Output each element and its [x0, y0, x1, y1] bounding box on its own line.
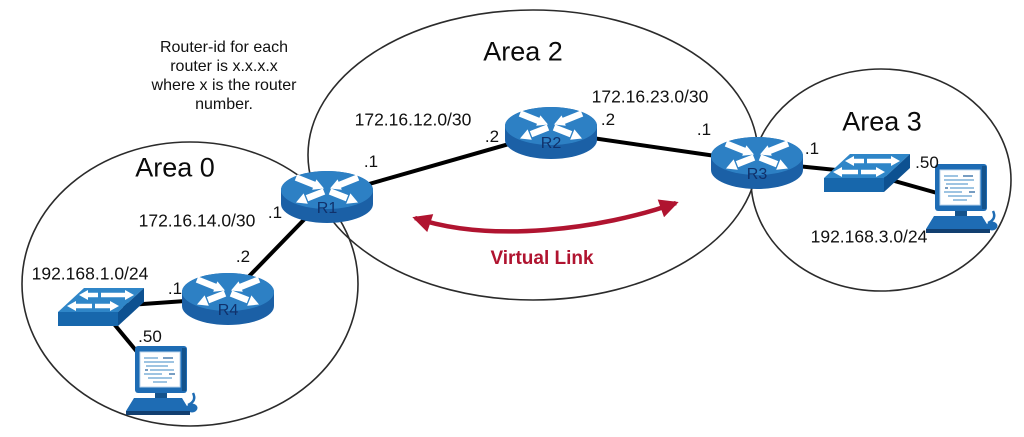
interface-label-r1-to-r4: .1 — [267, 203, 283, 222]
network-label-172-16-14: 172.16.14.0/30 — [138, 210, 256, 231]
area0-boundary-ellipse — [21, 141, 359, 427]
router-label-r2: R2 — [540, 135, 562, 152]
computer-icon-area0 — [124, 344, 199, 417]
network-label-192-168-3: 192.168.3.0/24 — [810, 226, 928, 247]
interface-label-r4-to-lan: .1 — [167, 279, 183, 298]
area2-label: Area 2 — [483, 36, 563, 67]
interface-label-pc-area0: .50 — [138, 327, 162, 346]
note-line: router is x.x.x.x — [170, 58, 278, 75]
interface-label-r1-to-r2: .1 — [363, 152, 379, 171]
network-label-192-168-1: 192.168.1.0/24 — [31, 263, 149, 284]
router-label-r3: R3 — [746, 166, 768, 183]
note-line: Router-id for each — [159, 39, 289, 56]
router-label-r1: R1 — [316, 200, 338, 217]
router-label-r4: R4 — [217, 302, 239, 319]
interface-label-r2-to-r1: .2 — [484, 127, 500, 146]
network-label-172-16-23: 172.16.23.0/30 — [591, 86, 709, 107]
interface-label-pc-area3: .50 — [915, 153, 939, 172]
interface-label-r4-to-r1: .2 — [235, 247, 251, 266]
switch-icon-area0 — [58, 288, 144, 326]
note-line: where x is the router — [151, 77, 297, 94]
switch-icon-area3 — [824, 154, 910, 192]
virtual-link-arrow — [412, 199, 679, 234]
note-line: number. — [195, 96, 253, 113]
interface-label-r2-to-r3: .2 — [600, 110, 616, 129]
area3-label: Area 3 — [842, 106, 922, 137]
interface-label-r3-to-lan: .1 — [804, 139, 820, 158]
router-id-note: Router-id for each router is x.x.x.x whe… — [152, 38, 297, 114]
area0-label: Area 0 — [135, 152, 215, 183]
interface-label-r3-to-r2: .1 — [696, 120, 712, 139]
virtual-link-label: Virtual Link — [490, 248, 594, 269]
computer-icon-area3 — [924, 162, 999, 235]
network-label-172-16-12: 172.16.12.0/30 — [354, 109, 472, 130]
